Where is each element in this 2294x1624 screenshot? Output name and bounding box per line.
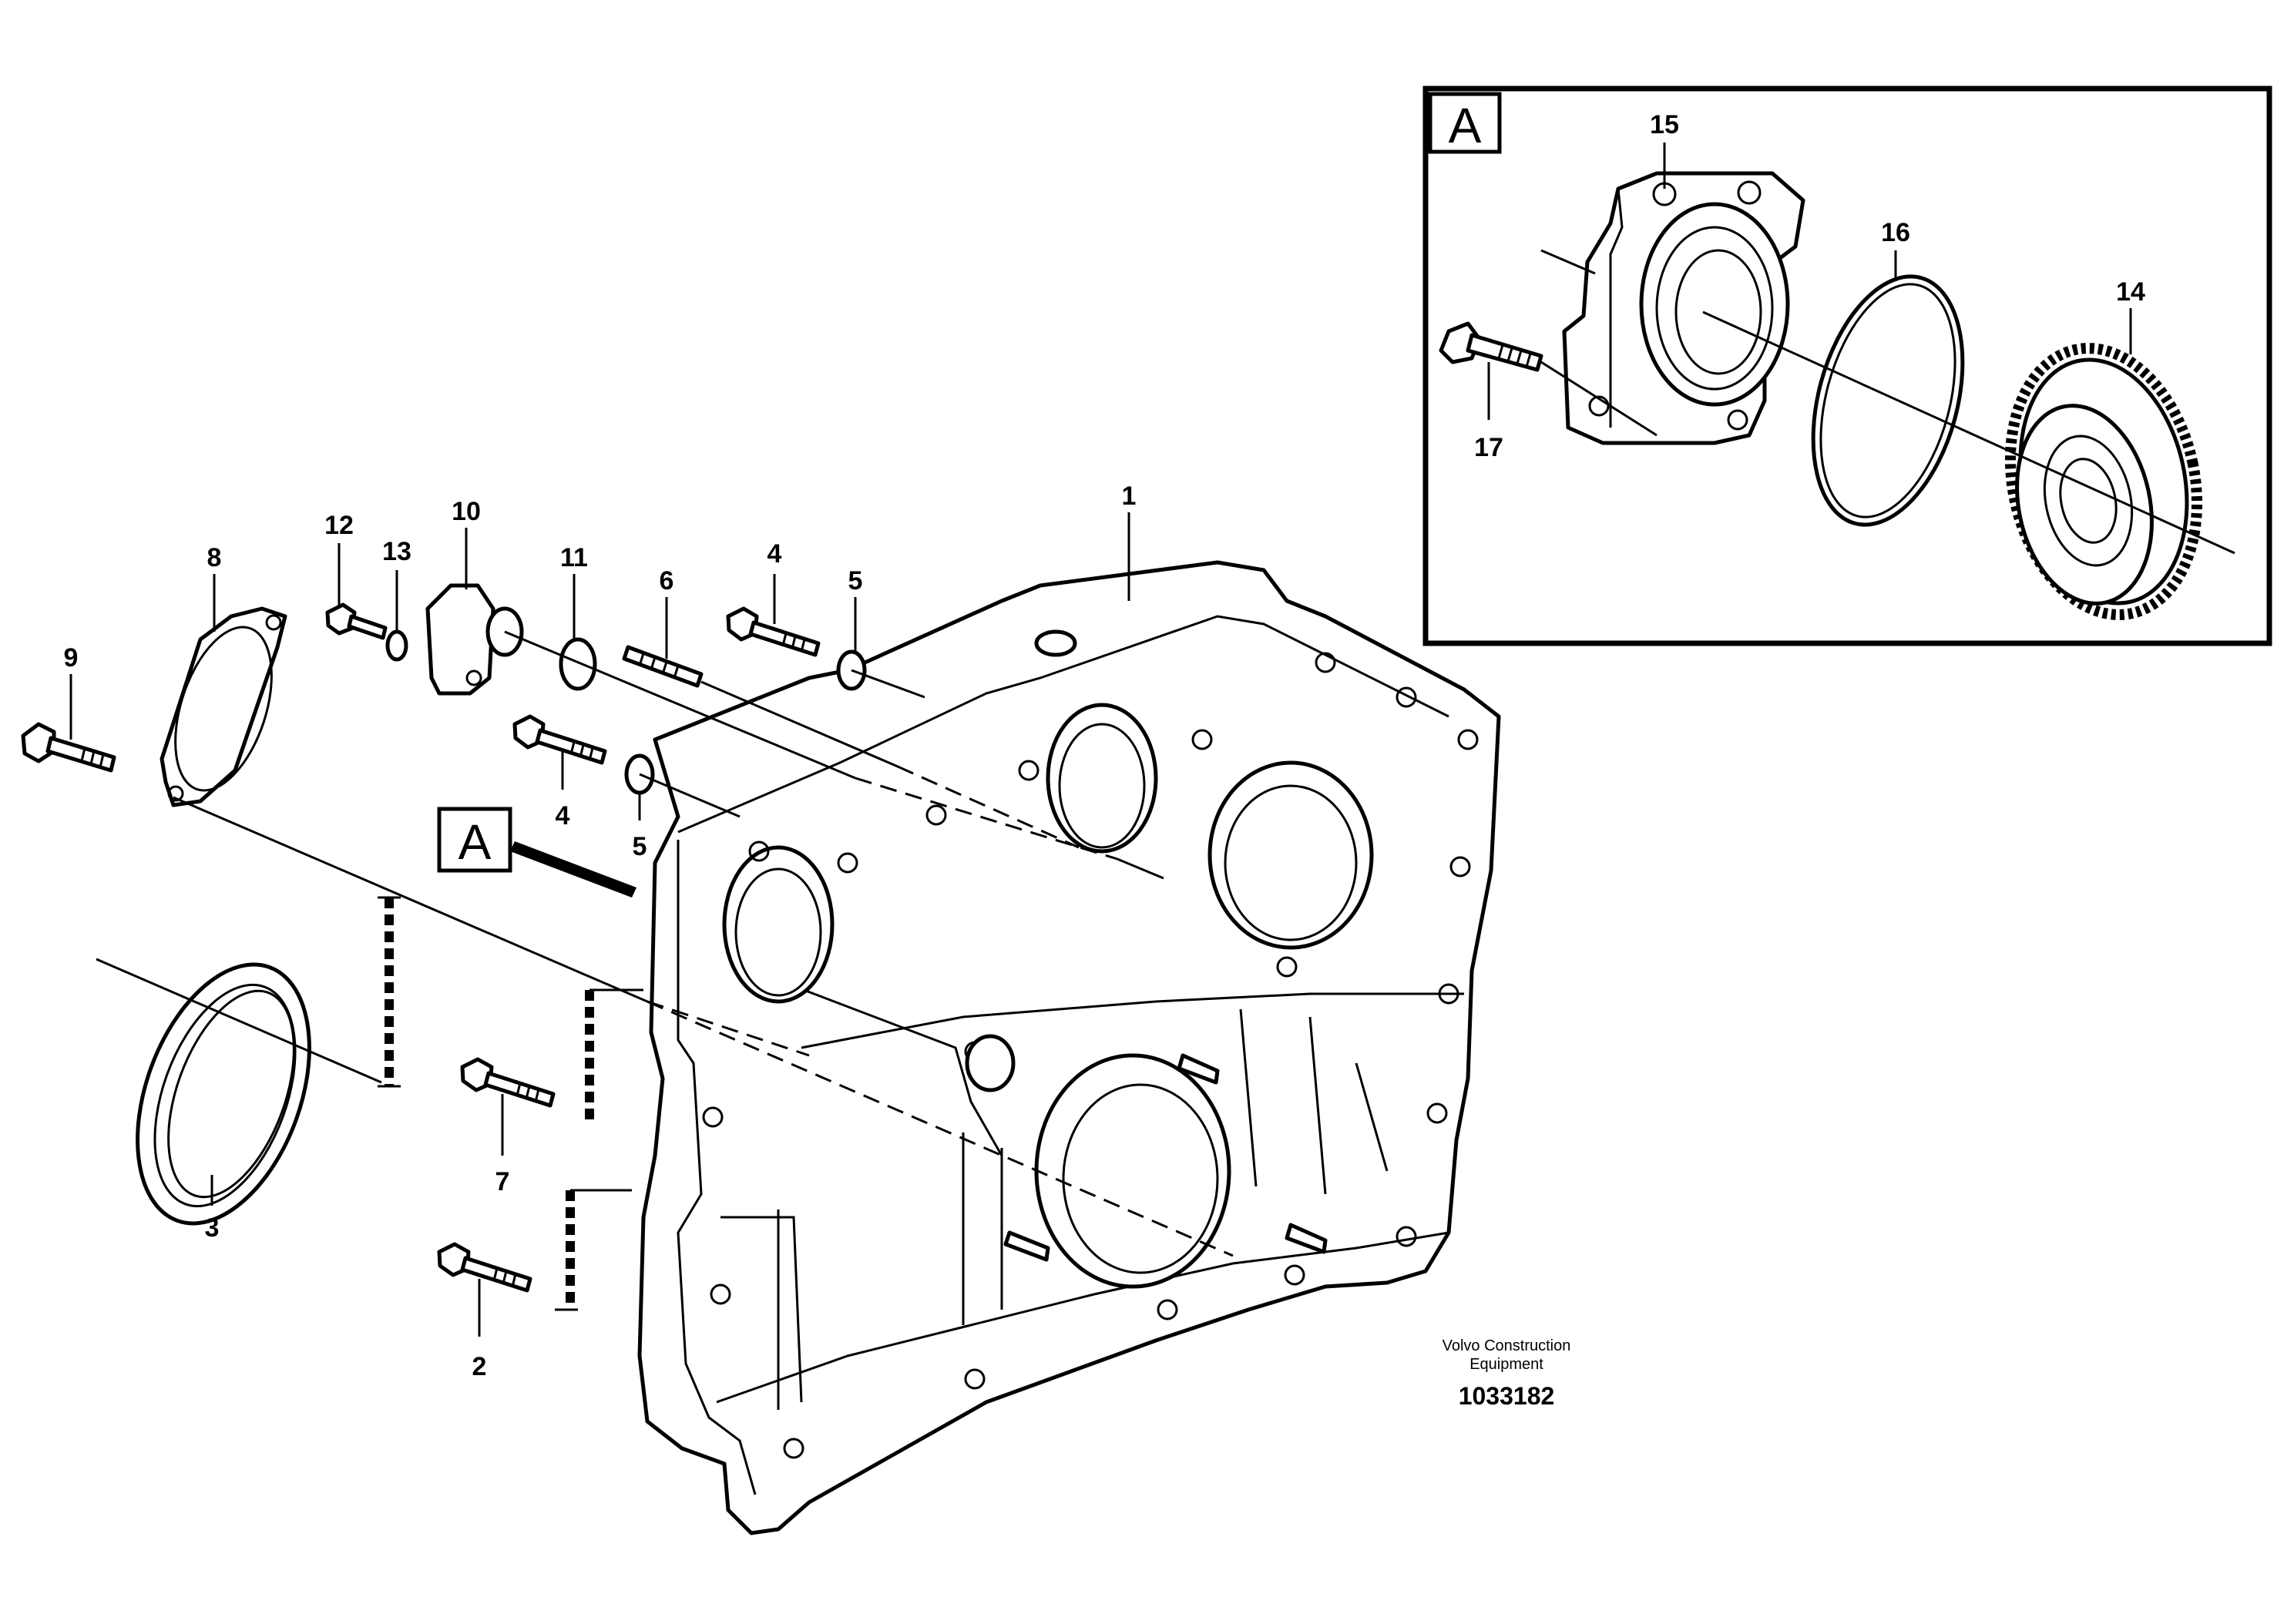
callouts: 1 2 3 4 4 5 5 6 7 8 9 10 11 12 13 — [64, 481, 1137, 1381]
bolt-4-lower — [512, 714, 607, 765]
callout-9: 9 — [64, 643, 79, 673]
view-marker-a: A — [437, 807, 636, 898]
callout-1: 1 — [1122, 481, 1137, 511]
callout-11: 11 — [560, 543, 588, 572]
bracket-10 — [425, 583, 524, 696]
bolt-7 — [460, 1057, 556, 1108]
gear — [2004, 343, 2203, 620]
stud-right — [1285, 1223, 1328, 1254]
timing-gear-casing — [637, 560, 1501, 1535]
callout-5-upper: 5 — [848, 566, 863, 596]
bore-main — [1034, 1053, 1231, 1289]
callout-16: 16 — [1881, 218, 1910, 247]
casing-bolt-holes — [702, 652, 1479, 1459]
bore-left — [722, 845, 835, 1004]
callout-13: 13 — [382, 537, 411, 566]
bolt-4-upper — [726, 606, 821, 657]
seal-ring — [136, 962, 311, 1226]
top-boss — [1034, 629, 1077, 657]
callout-10: 10 — [452, 497, 481, 526]
callout-2: 2 — [472, 1352, 487, 1381]
detail-axis-line — [1702, 310, 2235, 555]
detail-view-label: A — [1449, 98, 1482, 153]
callout-8: 8 — [207, 543, 222, 572]
o-ring-11 — [559, 637, 597, 691]
view-marker-label: A — [458, 814, 492, 870]
brand-line-1: Volvo Construction — [1443, 1337, 1571, 1354]
callout-14: 14 — [2116, 277, 2145, 307]
bolt-9 — [21, 722, 116, 773]
bolt-2 — [437, 1242, 532, 1293]
callout-6: 6 — [660, 566, 674, 596]
callout-17: 17 — [1474, 433, 1503, 462]
callout-5-lower: 5 — [633, 832, 647, 861]
callout-4-lower: 4 — [556, 801, 570, 830]
callout-12: 12 — [324, 511, 354, 540]
brand-line-2: Equipment — [1469, 1356, 1543, 1373]
stud-lower — [1003, 1230, 1050, 1262]
detail-view-label-box — [1428, 92, 1502, 154]
footer: Volvo Construction Equipment 1033182 — [1443, 1337, 1571, 1410]
stud-upper — [1177, 1053, 1220, 1085]
callout-3: 3 — [205, 1213, 220, 1243]
washer-13 — [385, 629, 408, 662]
assembly-lines — [96, 630, 1234, 1311]
cover-plate — [160, 606, 287, 807]
bore-top — [1046, 703, 1158, 854]
illustration-id: 1033182 — [1459, 1382, 1555, 1410]
stud-6 — [622, 645, 704, 688]
bore-right — [1207, 760, 1374, 950]
housing-bolt — [1439, 321, 1543, 372]
callout-4-upper: 4 — [767, 539, 782, 569]
center-boss — [965, 1034, 1016, 1092]
bolt-12 — [325, 602, 388, 640]
view-marker-arrow — [510, 841, 636, 898]
callout-7: 7 — [495, 1167, 510, 1196]
callout-15: 15 — [1650, 110, 1679, 139]
retaining-ring — [1811, 274, 1965, 527]
detail-view-a: A — [1422, 86, 2272, 646]
bearing-housing — [1562, 171, 1805, 445]
